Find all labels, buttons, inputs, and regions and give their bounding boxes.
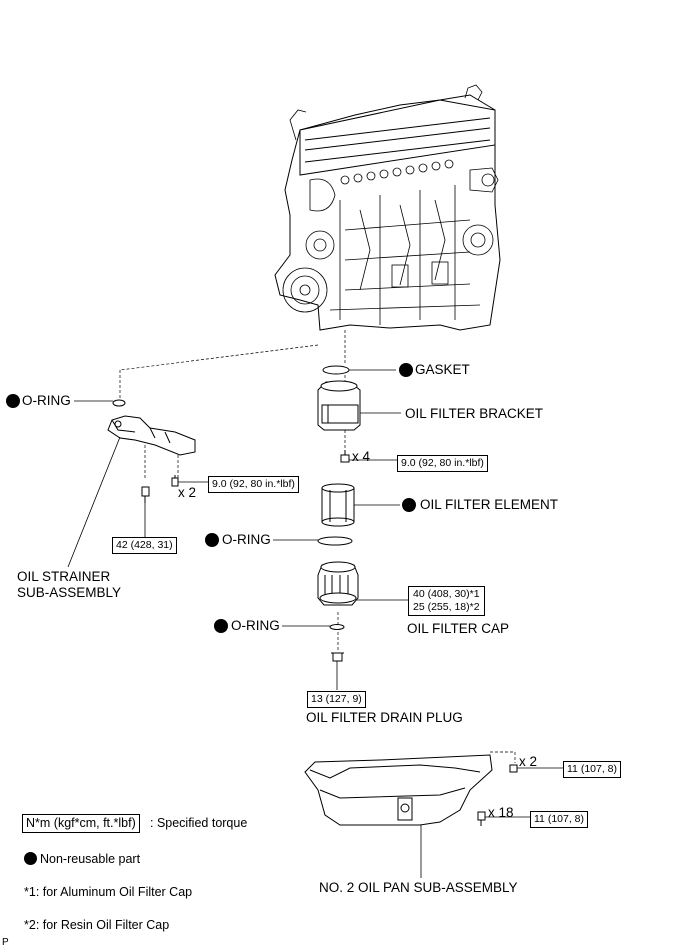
oil-filter-element-part [321, 483, 355, 527]
nonreusable-marker-gasket [399, 363, 413, 377]
strainer-bolts [141, 475, 179, 503]
alignment-dashed-lines [119, 330, 516, 763]
nonreusable-marker-filter-element [402, 498, 416, 512]
nonreusable-marker-o-ring-mid [205, 533, 219, 547]
pan-bolt-quantity: x 18 [488, 805, 514, 820]
legend-note-1: *1: for Aluminum Oil Filter Cap [24, 885, 193, 899]
legend-torque-text: : Specified torque [150, 816, 248, 830]
oil-strainer-label-line2: SUB-ASSEMBLY [17, 585, 122, 600]
cap-torque-aluminum: 40 (408, 30)*1 [413, 588, 480, 600]
drain-plug-torque-box: 13 (127, 9) [307, 691, 366, 708]
oil-filter-cap-label: OIL FILTER CAP [407, 621, 510, 636]
o-ring-filter-part [317, 536, 353, 546]
leader-lines [67, 369, 563, 878]
pan-top-bolt-quantity: x 2 [519, 754, 538, 769]
legend-note-2: *2: for Resin Oil Filter Cap [24, 918, 170, 932]
legend-nonreusable-text: Non-reusable part [40, 852, 141, 866]
oil-pan-bolts [477, 764, 518, 826]
oil-pan-part [304, 754, 493, 826]
strainer-torque-box: 42 (428, 31) [112, 537, 177, 554]
o-ring-strainer-label: O-RING [22, 393, 71, 408]
nonreusable-marker-o-ring-left [6, 394, 20, 408]
bracket-bolt-quantity: x 4 [352, 449, 371, 464]
cap-torque-resin: 25 (255, 18)*2 [413, 601, 480, 613]
gasket-part [322, 365, 350, 375]
legend-torque-unit-box: N*m (kgf*cm, ft.*lbf) [22, 814, 140, 833]
oil-filter-cap-part [317, 561, 359, 606]
gasket-label: GASKET [415, 362, 470, 377]
pan-torque-box: 11 (107, 8) [530, 811, 589, 828]
pan-top-torque-box: 11 (107, 8) [563, 761, 622, 778]
corner-mark: P [2, 937, 9, 948]
oil-filter-cap-torque-box: 40 (408, 30)*1 25 (255, 18)*2 [408, 586, 485, 616]
engine-block-illustration [274, 84, 501, 331]
strainer-small-bolt-torque-box: 9.0 (92, 80 in.*lbf) [208, 476, 299, 493]
o-ring-filter-label: O-RING [222, 532, 271, 547]
oil-strainer-label-line1: OIL STRAINER [17, 569, 111, 584]
oil-filter-element-label: OIL FILTER ELEMENT [420, 497, 559, 512]
oil-filter-bracket-part [317, 380, 361, 431]
oil-filter-bracket-label: OIL FILTER BRACKET [405, 406, 544, 421]
nonreusable-marker-o-ring-lower [214, 619, 228, 633]
o-ring-strainer-part [112, 399, 126, 407]
bracket-bolt [340, 450, 350, 463]
oil-filter-drain-plug-label: OIL FILTER DRAIN PLUG [306, 710, 463, 725]
o-ring-drain-part [329, 624, 345, 630]
legend-nonreusable-marker [24, 852, 37, 865]
strainer-bolt-quantity: x 2 [178, 485, 197, 500]
oil-pan-label: NO. 2 OIL PAN SUB-ASSEMBLY [319, 880, 518, 895]
o-ring-drain-label: O-RING [231, 618, 280, 633]
oil-strainer-part [107, 415, 196, 456]
bracket-torque-box: 9.0 (92, 80 in.*lbf) [397, 455, 488, 472]
drain-plug-part [331, 652, 344, 662]
